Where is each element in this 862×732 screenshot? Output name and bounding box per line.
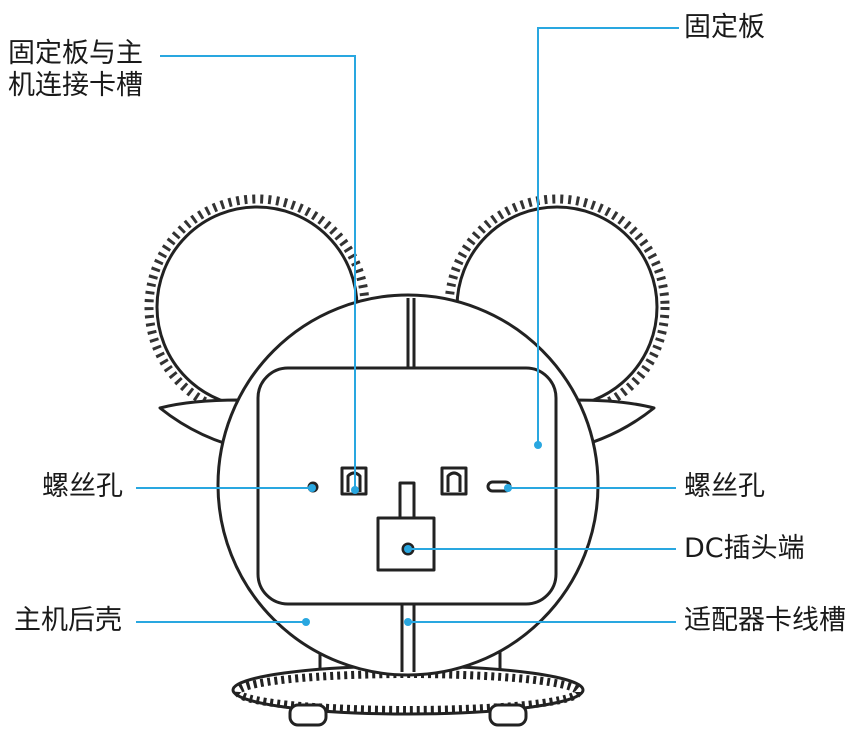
label-rear-shell: 主机后壳 <box>14 605 122 636</box>
leader-dc-jack-dot <box>404 545 412 553</box>
label-mount-slot-line2: 机连接卡槽 <box>8 70 143 101</box>
leader-mount-plate-v <box>537 27 539 445</box>
mounting-plate <box>256 366 558 606</box>
leader-adapter-slot <box>408 621 676 623</box>
label-adapter-slot: 适配器卡线槽 <box>684 605 846 636</box>
label-screw-hole-right: 螺丝孔 <box>684 471 765 502</box>
leader-screw-left-dot <box>308 484 316 492</box>
label-mount-slot-line1: 固定板与主 <box>8 38 143 69</box>
leader-mount-slot-h <box>160 55 356 57</box>
leader-dc-jack <box>408 548 676 550</box>
label-dc-jack: DC插头端 <box>684 533 805 564</box>
leader-adapter-slot-dot <box>404 618 412 626</box>
leader-mount-plate-h <box>537 27 679 29</box>
label-screw-hole-left: 螺丝孔 <box>42 471 123 502</box>
leader-rear-shell-dot <box>302 618 310 626</box>
leader-mount-plate-dot <box>534 441 542 449</box>
leader-mount-slot-dot <box>351 486 359 494</box>
leader-screw-left <box>136 487 312 489</box>
leader-screw-right-dot <box>504 484 512 492</box>
leader-rear-shell <box>136 621 306 623</box>
leader-mount-slot-v <box>354 55 356 490</box>
label-mount-plate: 固定板 <box>684 12 765 43</box>
leader-screw-right <box>508 487 676 489</box>
